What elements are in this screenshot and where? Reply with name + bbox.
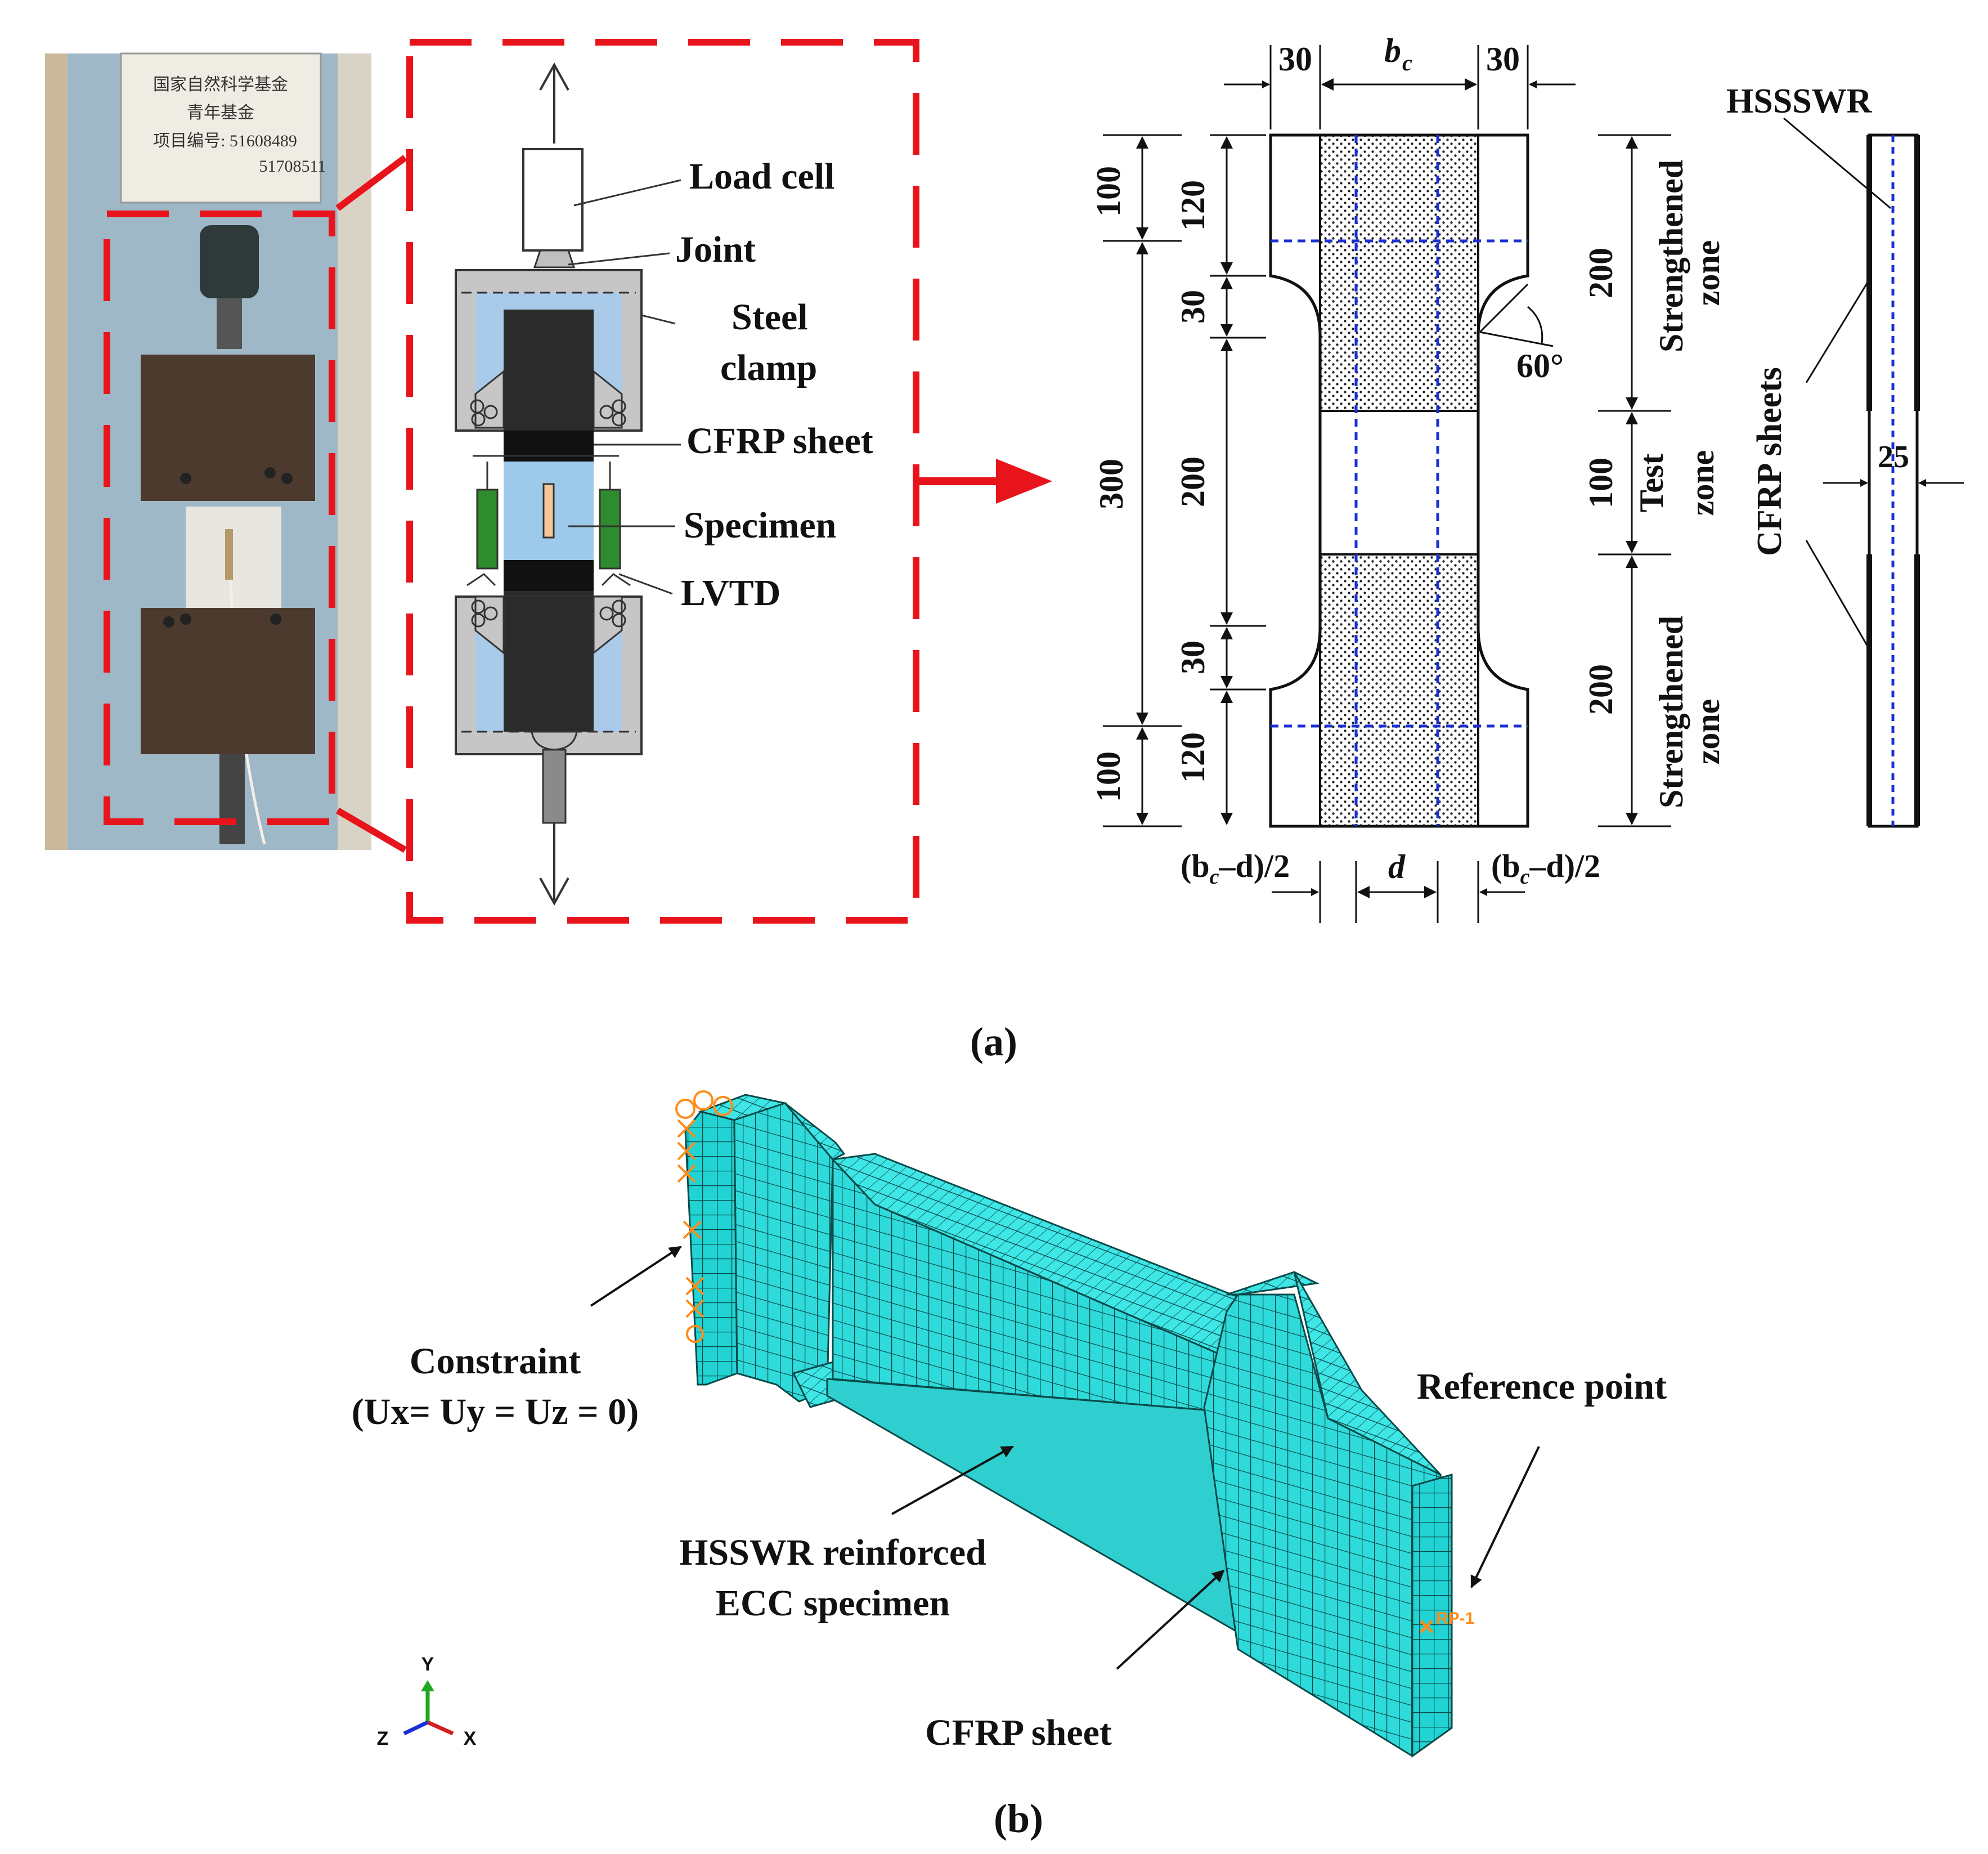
label-constraint-eq: (Ux= Uy = Uz = 0) xyxy=(352,1391,639,1432)
sign-line-4: 51708511 xyxy=(259,157,326,176)
dim-in-30-bottom: 30 xyxy=(1174,641,1211,674)
dim-in-200: 200 xyxy=(1174,456,1211,507)
label-steel-clamp-2: clamp xyxy=(720,347,817,388)
strengthened-zone-bottom xyxy=(1320,554,1478,826)
dim-in-120-top: 120 xyxy=(1174,180,1211,231)
fem-right-end xyxy=(1411,1474,1453,1758)
zoom-line-top xyxy=(335,155,407,211)
dim-left-300: 300 xyxy=(1093,459,1130,509)
dim-top-bc-sub: c xyxy=(1402,50,1412,75)
zoom-line-bottom xyxy=(335,807,407,853)
test-photo: 国家自然科学基金 青年基金 项目编号: 51608489 51708511 xyxy=(45,52,371,850)
axis-y-label: Y xyxy=(421,1654,434,1675)
dim-right-zone-bottom-1: Strengthened xyxy=(1653,616,1690,808)
reference-arrow xyxy=(1470,1446,1540,1588)
cfrp-arrow xyxy=(1116,1569,1225,1670)
side-label-25: 25 xyxy=(1878,440,1909,474)
specimen-arrow xyxy=(891,1445,1014,1515)
dim-in-120-bottom: 120 xyxy=(1174,732,1211,783)
lvtd-left xyxy=(476,489,499,570)
label-specimen: Specimen xyxy=(684,505,836,546)
label-hsswr-1: HSSWR reinforced xyxy=(679,1532,986,1573)
label-steel-clamp-1: Steel xyxy=(732,297,808,338)
caption-a: (a) xyxy=(970,1019,1017,1064)
dim-top-30-left: 30 xyxy=(1278,41,1312,78)
side-view: HSSSWR CFRP sheets 25 xyxy=(1726,82,1964,828)
sign-line-1: 国家自然科学基金 xyxy=(153,75,288,94)
dim-right-test-2: zone xyxy=(1684,450,1721,516)
side-label-cfrp: CFRP sheets xyxy=(1751,367,1789,556)
cfrp-band-bottom xyxy=(504,560,594,591)
lvtd-right xyxy=(599,489,621,570)
sign-line-3: 项目编号: 51608489 xyxy=(153,132,297,150)
setup-dashed-frame xyxy=(406,39,919,924)
dim-right-zone-top-2: zone xyxy=(1689,240,1726,306)
strengthened-zone-top xyxy=(1320,135,1478,411)
setup-schematic: Load cell Joint Steel clamp CFRP sheet S… xyxy=(406,39,919,924)
load-cell-box xyxy=(522,148,584,252)
label-cfrp-sheet: CFRP sheet xyxy=(686,420,873,462)
reference-point-id: RP-1 xyxy=(1436,1609,1474,1628)
dim-bottom-d: d xyxy=(1388,848,1406,885)
sign-line-2: 青年基金 xyxy=(187,104,254,122)
axis-x-label: X xyxy=(464,1728,477,1749)
label-constraint: Constraint xyxy=(410,1341,581,1382)
axis-z-label: Z xyxy=(377,1728,389,1749)
dim-right-200-bottom: 200 xyxy=(1582,664,1619,715)
dimension-drawing: 30 b c 30 100 300 100 120 30 200 30 120 xyxy=(1090,32,1726,923)
constraint-symbols xyxy=(675,1090,733,1343)
dim-in-30-top: 30 xyxy=(1174,290,1211,324)
label-load-cell: Load cell xyxy=(689,156,835,197)
cfrp-band-top xyxy=(504,431,594,462)
axis-triad: Y Z X xyxy=(377,1654,477,1749)
dim-angle: 60° xyxy=(1516,347,1564,384)
fem-left-shoulder xyxy=(733,1102,834,1403)
dim-left-100-bottom: 100 xyxy=(1090,751,1127,802)
dim-right-zone-bottom-2: zone xyxy=(1689,699,1726,765)
dim-top-30-right: 30 xyxy=(1486,41,1520,78)
fem-left-end xyxy=(684,1110,738,1386)
dim-bottom-right: (bc–d)/2 xyxy=(1491,848,1600,889)
dim-bottom-left: (bc–d)/2 xyxy=(1181,848,1290,889)
dim-right-200-top: 200 xyxy=(1582,248,1619,298)
side-label-hssswr: HSSSWR xyxy=(1726,82,1873,120)
dim-left-100-top: 100 xyxy=(1090,166,1127,217)
dim-right-test-1: Test xyxy=(1633,454,1670,512)
dim-right-100: 100 xyxy=(1582,458,1619,508)
label-hsswr-2: ECC specimen xyxy=(716,1583,950,1624)
caption-b: (b) xyxy=(994,1796,1043,1841)
label-cfrp-fem: CFRP sheet xyxy=(925,1712,1112,1753)
dim-right-zone-top-1: Strengthened xyxy=(1653,160,1690,352)
reference-point-marker xyxy=(1420,1620,1433,1633)
fem-model: RP-1 xyxy=(675,1090,1474,1758)
label-lvtd: LVTD xyxy=(681,572,780,613)
label-joint: Joint xyxy=(675,229,756,270)
dim-top-bc: b xyxy=(1384,32,1401,69)
label-reference: Reference point xyxy=(1417,1366,1667,1407)
constraint-arrow xyxy=(590,1246,682,1307)
red-arrow xyxy=(917,459,1052,504)
